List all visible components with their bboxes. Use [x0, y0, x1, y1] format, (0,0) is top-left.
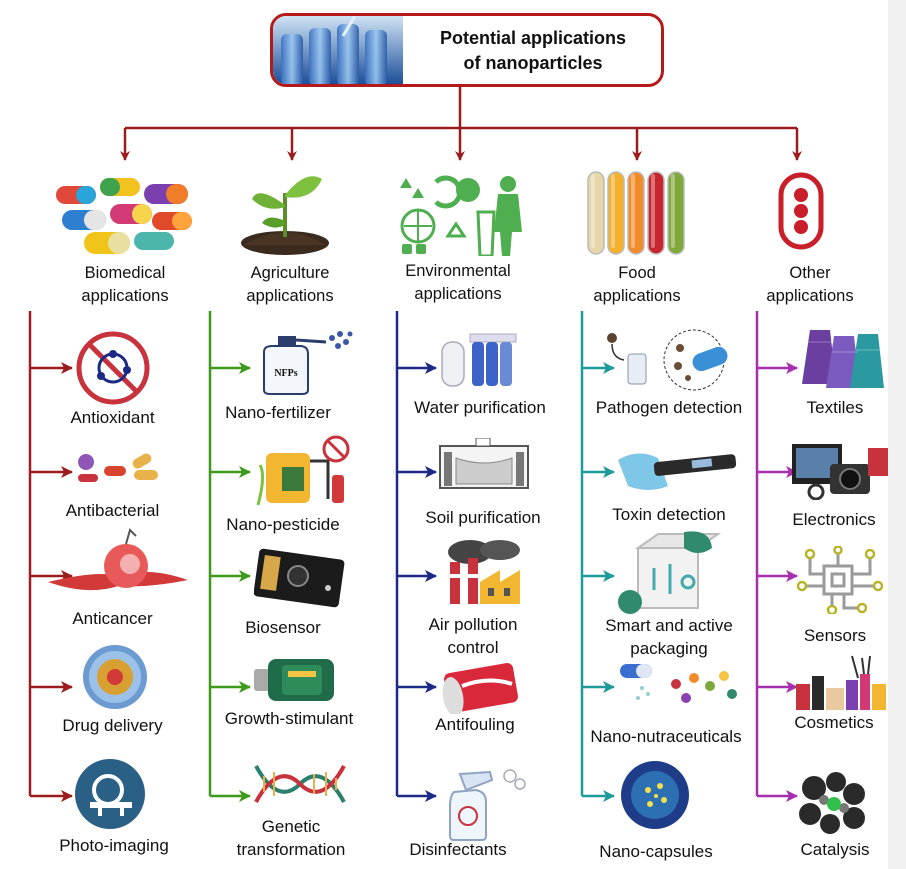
category-agriculture-line2: applications	[246, 287, 334, 305]
bacteria-icon	[78, 453, 158, 482]
title-line-2: of nanoparticles	[463, 53, 603, 73]
item-antioxidant: Antioxidant	[70, 408, 155, 427]
item-water-purification: Water purification	[414, 398, 546, 417]
item-electronics: Electronics	[792, 510, 876, 529]
category-biomedical-line1: Biomedical	[84, 264, 166, 282]
pathogen-detection-icon	[607, 329, 728, 391]
nfps-label: NFPs	[274, 368, 297, 379]
item-nano-fertilizer: Nano-fertilizer	[225, 403, 331, 422]
item-nano-capsules: Nano-capsules	[599, 842, 713, 861]
item-drug-delivery: Drug delivery	[62, 716, 163, 735]
title-box: Potential applications of nanoparticles	[270, 13, 664, 87]
item-nano-nutraceuticals: Nano-nutraceuticals	[590, 727, 742, 746]
imaging-scanner-icon	[75, 759, 145, 829]
category-biomedical: Biomedical applications	[40, 262, 210, 308]
item-antibacterial: Antibacterial	[65, 501, 160, 520]
item-growth-stimulant: Growth-stimulant	[224, 709, 354, 728]
electronics-devices-icon	[792, 444, 888, 500]
toxin-detection-pen-icon	[618, 453, 737, 490]
item-nano-pesticide: Nano-pesticide	[226, 515, 340, 534]
category-food: Food applications	[562, 262, 712, 308]
test-tubes-icon	[587, 171, 685, 255]
item-textiles: Textiles	[806, 398, 864, 417]
category-food-line2: applications	[593, 287, 681, 305]
disinfectant-spray-icon	[449, 769, 526, 841]
category-other-line1: Other	[789, 264, 831, 282]
cancer-cell-icon	[48, 528, 188, 591]
liposome-icon	[83, 645, 147, 709]
recycle-icon	[400, 175, 522, 256]
item-anticancer: Anticancer	[72, 609, 153, 628]
nano-capsule-icon	[621, 761, 689, 829]
growth-stimulant-bottle-icon	[254, 659, 334, 701]
pills-icon	[56, 178, 192, 254]
top-tree	[120, 87, 802, 161]
catalyst-molecule-icon	[799, 772, 865, 834]
item-air-pollution-control: Air pollution control	[428, 615, 518, 657]
right-margin-strip	[888, 0, 906, 869]
title-line-1: Potential applications	[439, 28, 627, 48]
category-biomedical-line2: applications	[81, 287, 169, 305]
item-catalysis: Catalysis	[800, 840, 870, 859]
category-environmental-line1: Environmental	[405, 262, 511, 280]
dna-helix-icon	[254, 765, 346, 803]
item-soil-purification: Soil purification	[425, 508, 541, 527]
nutraceuticals-icon	[620, 664, 737, 703]
item-pathogen-detection: Pathogen detection	[595, 398, 743, 417]
item-genetic-transformation: Genetic transformation	[236, 817, 346, 859]
item-disinfectants: Disinfectants	[409, 840, 507, 859]
antioxidant-icon	[76, 331, 150, 405]
spray-bottle-fertilizer-icon: NFPs	[263, 331, 353, 395]
cosmetics-icon	[796, 655, 886, 710]
category-agriculture: Agriculture applications	[210, 262, 370, 308]
pesticide-sprayer-icon	[256, 435, 350, 506]
biosensor-chip-icon	[254, 548, 345, 608]
item-cosmetics: Cosmetics	[794, 713, 874, 732]
sensor-chip-icon	[796, 546, 884, 614]
test-tubes-photo-icon	[273, 16, 403, 84]
soil-reactor-icon	[439, 438, 529, 489]
category-other-line2: applications	[766, 287, 854, 305]
item-toxin-detection: Toxin detection	[612, 505, 726, 524]
thread-spools-icon	[802, 330, 884, 388]
main-title: Potential applications of nanoparticles	[413, 26, 653, 76]
item-antifouling: Antifouling	[435, 715, 515, 734]
factory-smoke-icon	[448, 540, 520, 604]
category-environmental-line2: applications	[414, 285, 502, 303]
item-smart-packaging: Smart and active packaging	[605, 616, 733, 658]
water-filter-icon	[441, 333, 517, 387]
category-agriculture-line1: Agriculture	[250, 264, 330, 282]
smart-packaging-icon	[618, 531, 722, 614]
category-environmental: Environmental applications	[378, 260, 538, 306]
traffic-light-icon	[778, 172, 824, 250]
category-other: Other applications	[740, 262, 880, 308]
item-sensors: Sensors	[803, 626, 867, 645]
category-food-line1: Food	[618, 264, 656, 282]
item-biosensor: Biosensor	[245, 618, 321, 637]
item-photo-imaging: Photo-imaging	[59, 836, 169, 855]
sprout-icon	[241, 176, 329, 255]
antifouling-can-icon	[442, 663, 518, 714]
